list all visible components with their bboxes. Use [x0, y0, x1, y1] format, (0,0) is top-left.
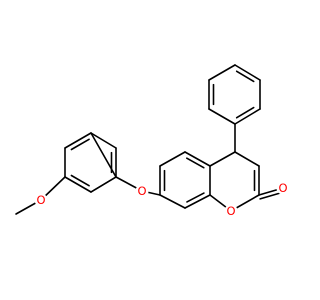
double-bond-line-35 — [235, 106, 255, 119]
bond-line-3 — [234, 151, 260, 167]
bond-line-17 — [90, 176, 117, 193]
bond-line-22 — [184, 151, 211, 167]
methoxy-oxygen-atom: O — [34, 193, 48, 207]
bond-line-6 — [209, 151, 236, 167]
bond-line-38 — [64, 176, 92, 193]
bond-line-0 — [159, 194, 186, 209]
double-bond-line-39 — [70, 174, 90, 187]
bond-line-8 — [208, 108, 236, 125]
bond-line-9 — [208, 64, 236, 81]
double-bond-line-25 — [186, 192, 205, 203]
ether-oxygen-atom: O — [135, 184, 149, 198]
bond-lines — [15, 64, 285, 215]
bond-line-36 — [64, 132, 92, 149]
bond-line-24 — [184, 194, 211, 209]
ether-oxygen-label: O — [137, 184, 146, 198]
carbonyl-oxygen-atom: O — [276, 181, 290, 195]
ring-oxygen-atom: O — [224, 204, 238, 218]
molecule-structure-diagram: O O O O — [15, 64, 290, 218]
carbonyl-oxygen-label: O — [278, 181, 287, 195]
methoxy-oxygen-label: O — [36, 193, 45, 207]
bond-line-15 — [90, 132, 117, 149]
double-bond-line-23 — [186, 157, 205, 169]
atom-labels: O O O O — [34, 181, 290, 218]
bond-line-1 — [159, 151, 186, 167]
bond-line-32 — [234, 64, 261, 81]
double-bond-line-33 — [235, 70, 255, 83]
ring-oxygen-label: O — [226, 204, 235, 218]
bond-line-34 — [234, 108, 261, 125]
double-bond-line-37 — [70, 138, 90, 151]
